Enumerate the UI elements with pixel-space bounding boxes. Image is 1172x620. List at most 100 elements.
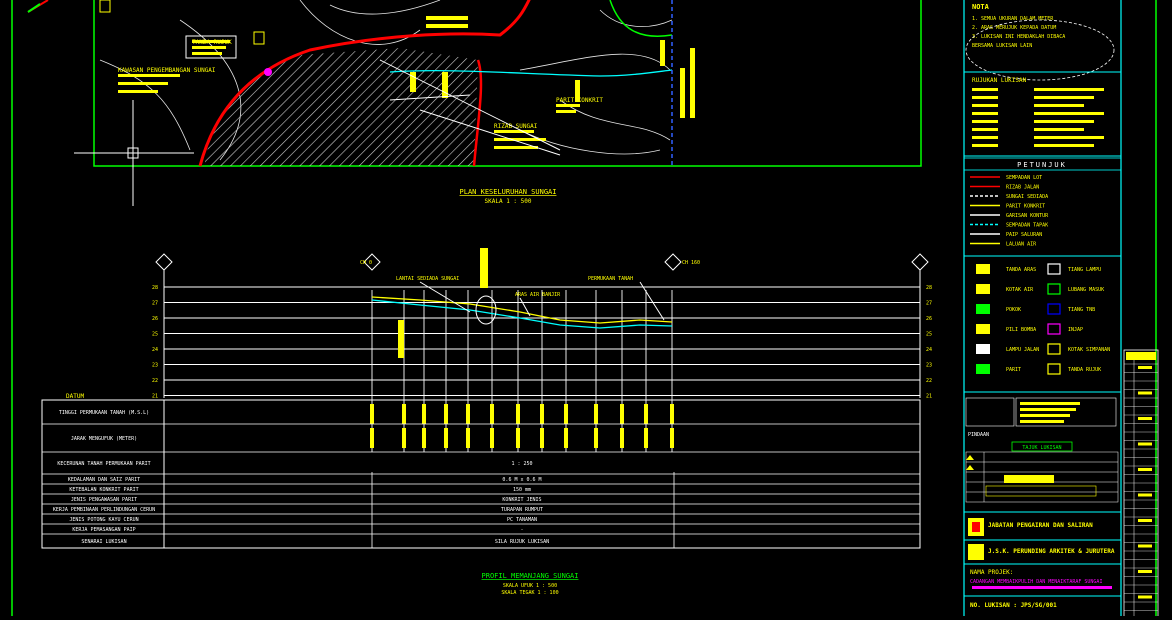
table-row-label: SENARAI LUKISAN xyxy=(81,539,126,545)
legend-symbol-left-label: PARIT xyxy=(1006,367,1021,373)
magenta-marker xyxy=(264,68,272,76)
chainage-level-value xyxy=(402,404,406,424)
table-row-label: JENIS POTONG KAYU CERUN xyxy=(69,517,138,523)
vertical-label-block xyxy=(480,248,488,288)
chainage-level-value xyxy=(644,404,648,424)
reserve-edge xyxy=(472,59,483,167)
table-row-value: 150 mm xyxy=(513,487,531,493)
table-row-label: JARAK MENGUFUK (METER) xyxy=(71,436,137,442)
note-line: BERSAMA LUKISAN LAIN xyxy=(972,43,1032,49)
legend-symbol-left xyxy=(976,364,990,374)
table-row-label: KETEBALAN KONKRIT PARIT xyxy=(69,487,138,493)
drawing-ref-title xyxy=(1034,128,1084,131)
sheet-frame xyxy=(11,0,1157,620)
level-tick-left: 23 xyxy=(152,363,158,369)
table-row-label: KEDALAMAN DAN SAIZ PARIT xyxy=(68,477,140,483)
project-header: NAMA PROJEK: xyxy=(970,569,1013,576)
chainage-marker-left xyxy=(155,253,173,271)
drawing-number: NO. LUKISAN : JPS/SG/001 xyxy=(970,602,1057,609)
drawing-ref-id xyxy=(972,88,998,91)
legend-line-label: SEMPADAN LOT xyxy=(1006,175,1042,181)
end-chainage-label: CH 160 xyxy=(682,260,700,266)
callout-ground-surface: PERMUKAAN TANAH xyxy=(588,276,633,282)
legend-symbol-left-label: LAMPU JALAN xyxy=(1006,347,1039,353)
plan-scale: SKALA 1 : 500 xyxy=(485,198,532,205)
chainage-level-value xyxy=(670,404,674,424)
revision-title: PINDAAN xyxy=(968,432,989,438)
drawing-ref-title xyxy=(1034,144,1094,147)
table-row-label: JENIS PENGAWASAN PARIT xyxy=(71,497,137,503)
legend-symbol-right xyxy=(1047,323,1061,335)
strip-entry xyxy=(1138,493,1152,497)
drawing-refs-list xyxy=(972,88,1104,147)
chainage-level-value xyxy=(490,404,494,424)
chainage-distance-value xyxy=(444,428,448,448)
ground-profile-line xyxy=(371,296,673,324)
legend-line-label: RIZAB JALAN xyxy=(1006,185,1039,191)
drawing-refs-title: RUJUKAN LUKISAN xyxy=(972,77,1027,84)
cad-crosshair-cursor[interactable] xyxy=(74,100,194,206)
legend-symbol-left-label: KOTAK AIR xyxy=(1006,287,1034,293)
vertical-label-block-2 xyxy=(398,320,404,358)
level-tick-right: 23 xyxy=(926,363,932,369)
callout-flood-level: ARAS AIR BANJIR xyxy=(515,292,561,298)
ucs-icon xyxy=(27,0,49,13)
chainage-level-value xyxy=(540,404,544,424)
level-tick-left: 25 xyxy=(152,332,158,338)
river-reserve-boundary xyxy=(198,0,531,167)
legend-symbol-left xyxy=(976,344,990,354)
long-section-table: DATUM TINGGI PERMUKAAN TANAH (M.S.L)JARA… xyxy=(41,393,921,549)
site-plan: TANDA RUJUK KAWASAN PENGEMBANGAN SUNGAI … xyxy=(93,0,922,167)
drawing-ref-title xyxy=(1034,120,1094,123)
legend-symbol-right-label: TIANG LAMPU xyxy=(1068,267,1101,273)
chainage-distance-value xyxy=(670,428,674,448)
level-tick-left: 22 xyxy=(152,378,158,384)
drawing-title-header: TAJUK LUKISAN xyxy=(1022,445,1061,451)
legend-title: PETUNJUK xyxy=(1017,161,1067,169)
legend-symbol-right xyxy=(1047,283,1061,295)
drawing-ref-title xyxy=(1034,96,1094,99)
strip-entry xyxy=(1138,366,1152,369)
chainage-distance-value xyxy=(370,428,374,448)
project-name: CADANGAN MEMBAIKPULIH DAN MENAIKTARAF SU… xyxy=(970,579,1102,585)
drawing-ref-id xyxy=(972,96,998,99)
chainage-level-value xyxy=(516,404,520,424)
plan-parit-label: PARIT KONKRIT xyxy=(556,97,603,104)
datum-label: DATUM xyxy=(66,393,84,400)
chainage-level-value xyxy=(466,404,470,424)
plan-white-structures xyxy=(379,59,561,156)
legend-symbol-right-label: TIANG TNB xyxy=(1068,307,1095,313)
chainage-distance-value xyxy=(466,428,470,448)
hatched-development-area xyxy=(205,48,478,166)
plan-border xyxy=(93,0,922,167)
strip-entry xyxy=(1138,570,1152,573)
note-line: 3. LUKISAN INI HENDAKLAH DIBACA xyxy=(972,34,1065,40)
table-row-value: TURAPAN RUMPUT xyxy=(501,507,543,513)
legend-symbol-right xyxy=(1047,343,1061,355)
note-line: 2. ARAS MERUJUK KEPADA DATUM xyxy=(972,25,1056,31)
level-tick-right: 21 xyxy=(926,394,932,400)
drawing-ref-id xyxy=(972,144,998,147)
table-row-value: 1 : 250 xyxy=(511,461,532,467)
chainage-distance-value xyxy=(644,428,648,448)
legend-symbol-right xyxy=(1047,263,1061,275)
legend-line-label: SEMPADAN TAPAK xyxy=(1006,223,1048,229)
legend-line-label: LALUAN AIR xyxy=(1006,242,1037,248)
strip-entry xyxy=(1138,391,1152,395)
drawing-ref-id xyxy=(972,128,998,131)
callout-existing-floor: LANTAI SEDIADA SUNGAI xyxy=(396,276,459,282)
table-row-value: SILA RUJUK LUKISAN xyxy=(495,539,549,545)
strip-entry xyxy=(1138,417,1152,420)
legend-symbol-left-label: POKOK xyxy=(1006,307,1021,313)
plan-rizab-label: RIZAB SUNGAI xyxy=(494,123,538,130)
chainage-distance-value xyxy=(620,428,624,448)
table-row-value: 0.6 M x 0.6 M xyxy=(502,477,541,483)
level-tick-right: 24 xyxy=(926,347,932,353)
level-tick-right: 26 xyxy=(926,316,932,322)
chainage-level-value xyxy=(620,404,624,424)
project-line-2 xyxy=(972,586,1112,589)
